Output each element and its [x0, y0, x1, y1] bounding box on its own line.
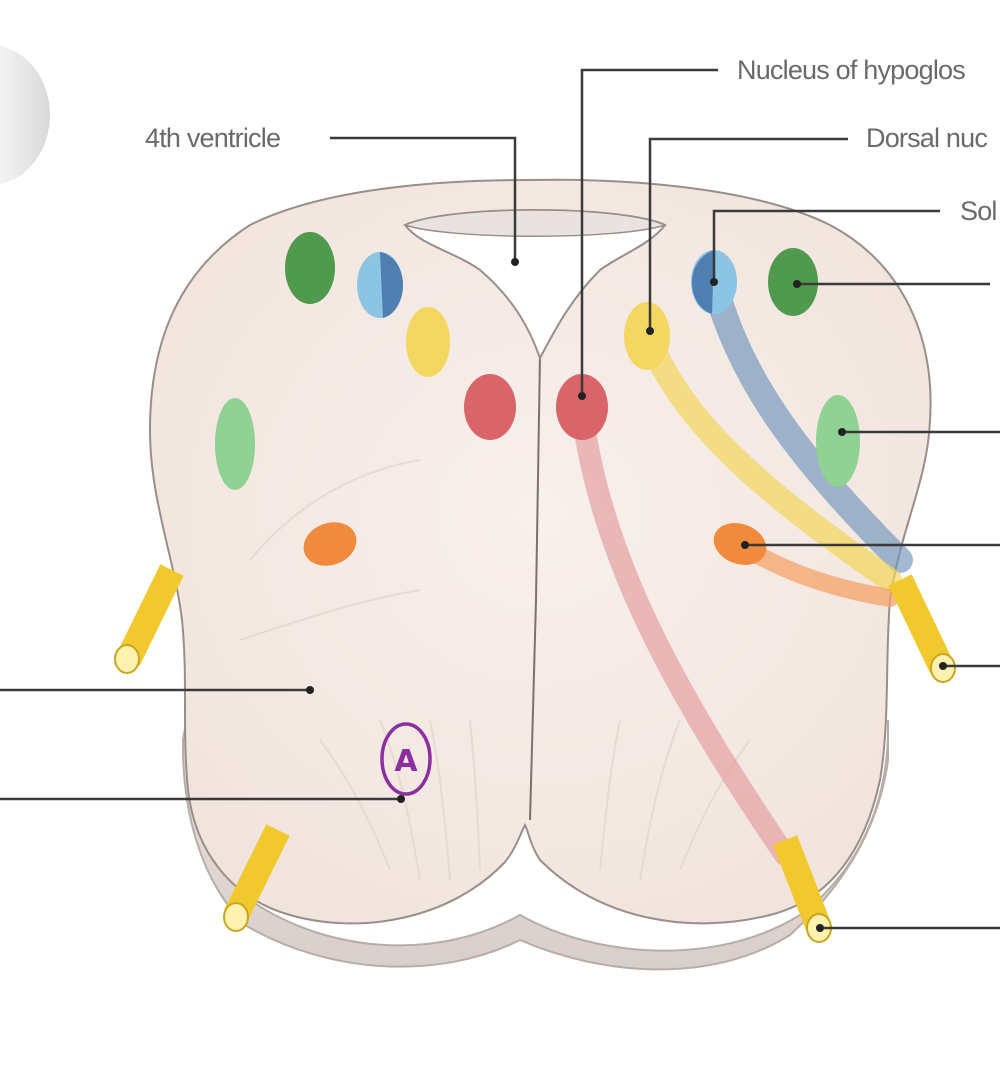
label-solitary: Sol — [960, 196, 997, 226]
dot-vestibular-right — [793, 280, 801, 288]
leader-dots — [306, 258, 947, 932]
solitary-tract — [702, 272, 913, 573]
nucleus-ambiguus-right — [816, 395, 860, 487]
dot-nerve-right-lower — [816, 924, 824, 932]
dot-ambiguus-right — [838, 428, 846, 436]
dot-orange-right — [741, 541, 749, 549]
hypoglossal-nucleus-left — [464, 374, 516, 440]
orange-nucleus-left — [303, 522, 357, 566]
nerve-end-left-upper — [114, 644, 140, 674]
label-4th-ventricle: 4th ventricle — [145, 123, 281, 153]
handwritten-annotation: A — [380, 722, 432, 796]
leader-4th-ventricle — [330, 136, 517, 262]
leader-hypoglossal — [580, 68, 718, 395]
nerve-root-right-upper — [888, 574, 954, 674]
label-nucleus-of-hypoglossal: Nucleus of hypoglos — [737, 55, 966, 85]
nerve-root-left-lower — [224, 824, 290, 921]
solitary-nucleus-left-shade — [380, 252, 403, 318]
nerve-roots — [114, 564, 956, 943]
vestibular-nucleus-right — [768, 248, 818, 316]
label-dorsal-nucleus: Dorsal nuc — [866, 123, 988, 153]
nerve-root-right-lower — [772, 835, 831, 930]
nucleus-ambiguus-left — [215, 398, 255, 490]
nuclei-right — [556, 248, 860, 565]
dot-left-upper — [306, 686, 314, 694]
leader-solitary — [712, 209, 940, 282]
dot-hypoglossal — [578, 392, 586, 400]
orange-nucleus-right — [713, 523, 767, 565]
leader-dorsal — [648, 137, 848, 330]
background-blob — [0, 45, 50, 185]
annotation-letter: A — [394, 744, 418, 779]
dot-nerve-right-upper — [939, 662, 947, 670]
leader-lines — [0, 68, 1000, 930]
medulla-base-rim — [181, 699, 890, 971]
dorsal-vagal-nucleus-right — [624, 302, 670, 370]
nuclei-left — [215, 232, 516, 566]
dorsal-vagal-nucleus-left — [406, 307, 450, 377]
hypoglossal-nucleus-right — [556, 374, 608, 440]
dot-dorsal — [646, 327, 654, 335]
fourth-ventricle-floor — [402, 209, 668, 237]
dot-4th-ventricle — [511, 258, 519, 266]
dot-solitary — [710, 278, 718, 286]
vestibular-nucleus-left — [285, 232, 335, 304]
solitary-nucleus-right-shade — [692, 250, 714, 314]
annotation-circle — [380, 722, 432, 796]
dot-left-lower — [397, 795, 405, 803]
median-fissure — [529, 354, 541, 821]
nerve-root-left-upper — [116, 564, 184, 666]
nerve-end-left-lower — [223, 902, 249, 932]
hypoglossal-tract — [571, 399, 796, 866]
